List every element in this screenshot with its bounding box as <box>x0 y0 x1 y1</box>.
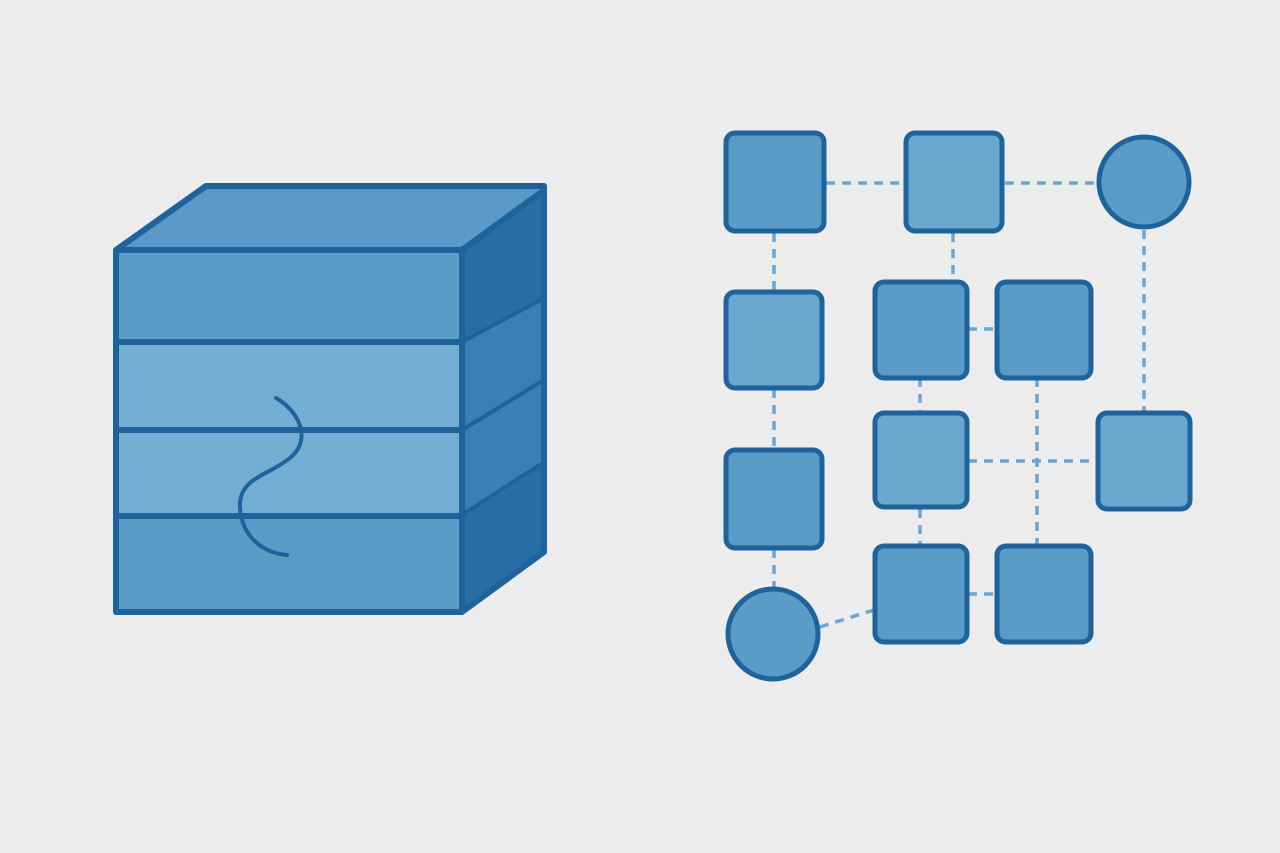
cube-layer-3 <box>116 430 462 516</box>
node-square <box>994 543 1094 645</box>
node-grid-network-icon <box>723 130 1193 682</box>
cube-side-band-2 <box>462 382 544 515</box>
cube-side-divider-3 <box>460 460 546 517</box>
cube-layer-2 <box>116 342 462 430</box>
cube-side-divider-2 <box>460 378 546 432</box>
layered-cube-icon <box>113 183 547 615</box>
cube-top-face <box>116 186 544 250</box>
connector <box>819 608 875 629</box>
cube-layer-1 <box>116 250 462 342</box>
cube-layer-4 <box>116 516 462 612</box>
node-square <box>723 130 827 234</box>
connectors <box>772 181 1146 629</box>
node-square <box>872 543 970 645</box>
node-square <box>723 447 825 551</box>
node-square <box>872 279 970 381</box>
node-square <box>1095 410 1193 512</box>
node-circle <box>725 586 821 682</box>
node-circle <box>1096 134 1192 230</box>
cube-side-divider-1 <box>460 296 546 344</box>
cube-squiggle-curve <box>237 396 304 557</box>
node-square <box>994 279 1094 381</box>
node-square <box>903 130 1005 234</box>
node-square <box>723 289 825 391</box>
node-square <box>872 410 970 510</box>
